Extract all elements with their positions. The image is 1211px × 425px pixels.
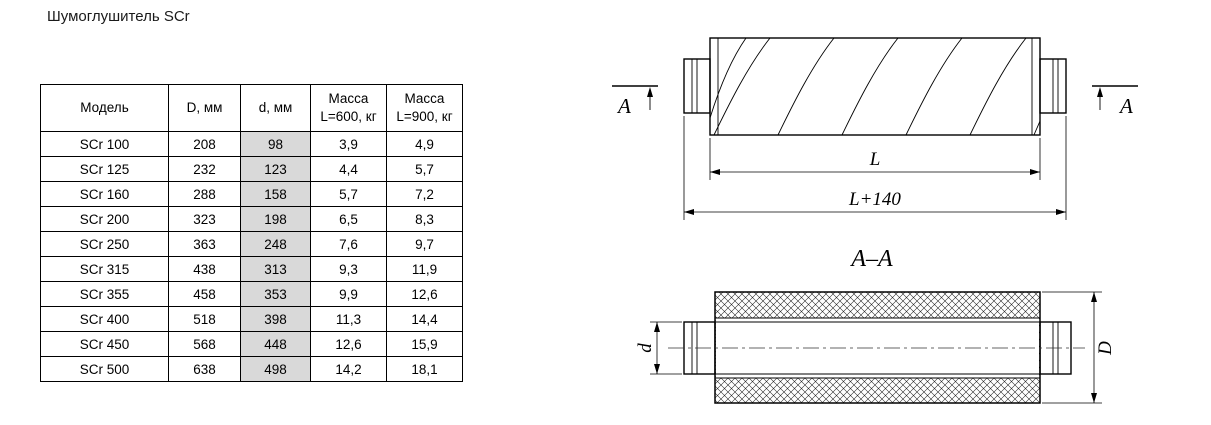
table-row: SCr 315 438 313 9,3 11,9 [40,256,463,282]
inner-duct-walls [715,317,1040,379]
cell-mass-600: 9,9 [310,281,387,307]
outlet-stub [1039,58,1067,114]
cell-diameter-outer: 208 [168,131,241,157]
dimension-D-label: D [1095,341,1116,356]
cell-mass-900: 12,6 [386,281,463,307]
cell-mass-900: 8,3 [386,206,463,232]
dimension-L-plus-140: L+140 [683,116,1067,220]
section-cut-mark-left: A [612,85,658,118]
header-mass-900: Масса L=900, кг [386,84,463,132]
cell-model: SCr 400 [40,306,169,332]
header-mass-600-line1: Масса [328,91,369,107]
section-title: A–A [849,246,893,272]
dimension-L: L [709,138,1041,180]
dimension-L-label: L [869,149,881,170]
cell-diameter-outer: 518 [168,306,241,332]
cell-model: SCr 200 [40,206,169,232]
cell-diameter-outer: 288 [168,181,241,207]
cell-diameter-outer: 363 [168,231,241,257]
cell-mass-900: 11,9 [386,256,463,282]
cell-model: SCr 250 [40,231,169,257]
cell-model: SCr 125 [40,156,169,182]
dimension-D: D [1042,291,1116,404]
cell-diameter-outer: 458 [168,281,241,307]
header-mass-600-line2: L=600, кг [320,109,377,124]
section-letter-right: A [1118,94,1133,118]
cell-mass-900: 15,9 [386,331,463,357]
cell-diameter-outer: 638 [168,356,241,382]
cell-diameter-inner: 198 [240,206,311,232]
page-title: Шумоглушитель SCr [47,8,190,25]
cell-model: SCr 100 [40,131,169,157]
cell-diameter-inner: 313 [240,256,311,282]
silencer-body [709,37,1041,136]
header-mass-900-line2: L=900, кг [396,109,453,124]
cell-mass-600: 3,9 [310,131,387,157]
cell-diameter-inner: 353 [240,281,311,307]
header-mass-600: Масса L=600, кг [310,84,387,132]
section-cut-mark-right: A [1092,85,1138,118]
cell-model: SCr 160 [40,181,169,207]
cell-mass-600: 14,2 [310,356,387,382]
cell-model: SCr 355 [40,281,169,307]
dimension-d: d [635,321,682,375]
table-row: SCr 500 638 498 14,2 18,1 [40,356,463,382]
table-row: SCr 355 458 353 9,9 12,6 [40,281,463,307]
table-header-row: Модель D, мм d, мм Масса L=600, кг Масса… [40,84,463,132]
table-row: SCr 250 363 248 7,6 9,7 [40,231,463,257]
cell-diameter-inner: 248 [240,231,311,257]
cell-diameter-inner: 123 [240,156,311,182]
cell-mass-600: 9,3 [310,256,387,282]
table-row: SCr 160 288 158 5,7 7,2 [40,181,463,207]
cell-mass-900: 5,7 [386,156,463,182]
cell-diameter-inner: 448 [240,331,311,357]
inlet-stub [683,58,711,114]
cell-diameter-inner: 98 [240,131,311,157]
cell-mass-600: 4,4 [310,156,387,182]
dimension-L140-label: L+140 [848,189,901,210]
cell-diameter-inner: 498 [240,356,311,382]
cell-mass-900: 7,2 [386,181,463,207]
cell-model: SCr 500 [40,356,169,382]
header-mass-900-line1: Масса [404,91,445,107]
cell-mass-600: 11,3 [310,306,387,332]
silencer-side-view: A A L [612,37,1138,220]
cell-mass-600: 6,5 [310,206,387,232]
cell-mass-900: 18,1 [386,356,463,382]
spiral-seam-lines [709,37,1041,136]
table-row: SCr 100 208 98 3,9 4,9 [40,131,463,157]
header-diameter-outer: D, мм [168,84,241,132]
section-letter-left: A [616,94,631,118]
dimension-d-label: d [635,343,656,353]
cell-mass-600: 12,6 [310,331,387,357]
cell-diameter-outer: 232 [168,156,241,182]
table-row: SCr 125 232 123 4,4 5,7 [40,156,463,182]
silencer-spec-table: Модель D, мм d, мм Масса L=600, кг Масса… [40,84,463,382]
header-diameter-inner: d, мм [240,84,311,132]
table-row: SCr 200 323 198 6,5 8,3 [40,206,463,232]
cell-model: SCr 315 [40,256,169,282]
cell-mass-900: 4,9 [386,131,463,157]
silencer-section-view: d D [635,291,1116,404]
